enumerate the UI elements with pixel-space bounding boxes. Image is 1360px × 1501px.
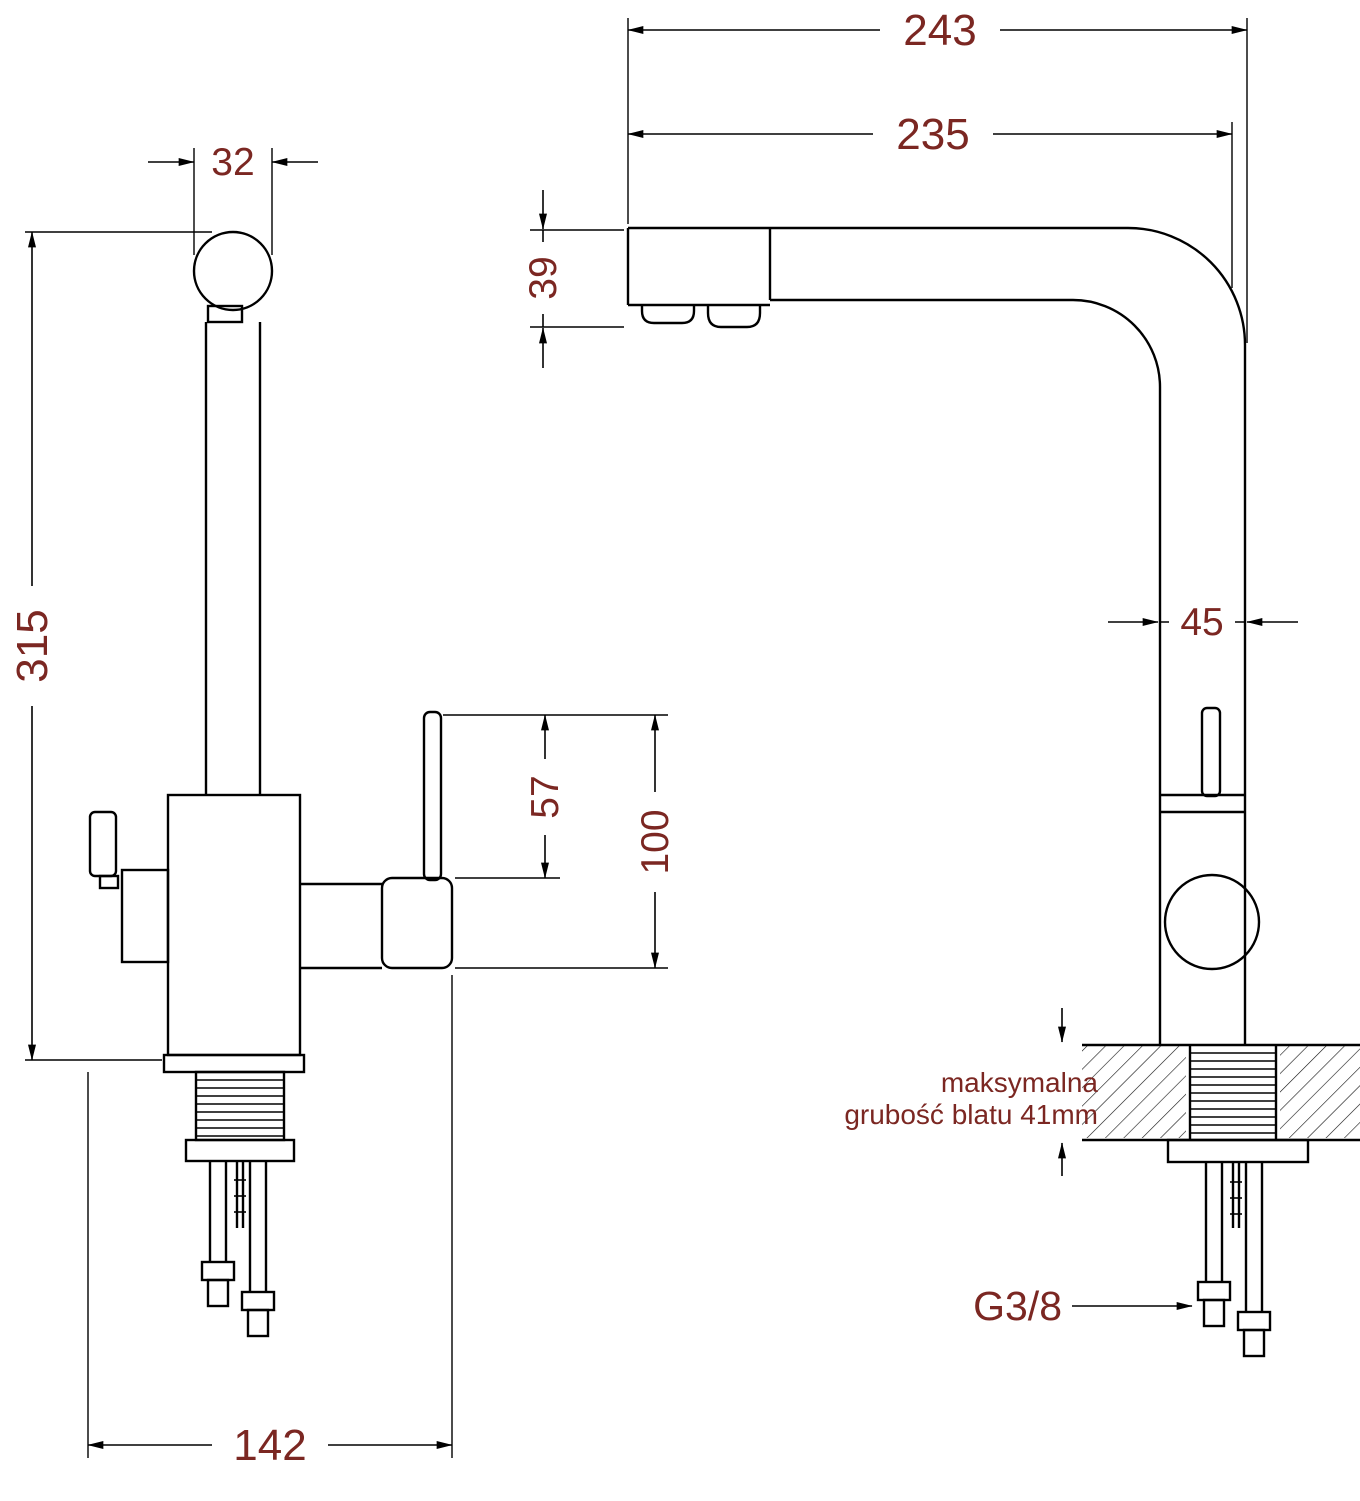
mounting-nut xyxy=(184,1138,296,1163)
aerator-nozzle xyxy=(206,304,244,324)
side-hose-a-nut xyxy=(1202,1298,1226,1328)
threaded-stem xyxy=(194,1070,286,1142)
spout-outer-profile xyxy=(628,226,1247,1045)
extension-lines xyxy=(25,18,1248,1458)
dim-100-label: 100 xyxy=(634,809,677,874)
dim-243-label: 243 xyxy=(903,6,976,55)
base-flange xyxy=(162,1053,306,1074)
hose-a-fitting xyxy=(200,1260,236,1282)
supply-hose-a xyxy=(200,1161,236,1308)
side-hose-a xyxy=(1196,1162,1232,1328)
side-mounting-nut xyxy=(1166,1138,1310,1164)
hose-a-nut xyxy=(206,1278,230,1308)
hose-b-fitting xyxy=(240,1290,276,1312)
dim-39-label-group: 39 xyxy=(520,242,565,314)
dim-39-label: 39 xyxy=(522,256,565,299)
dimension-lines xyxy=(28,26,1298,1449)
handle-cylinder xyxy=(380,876,454,970)
spout-ball xyxy=(192,230,274,312)
dim-32-label: 32 xyxy=(211,141,254,184)
front-view xyxy=(88,230,454,1338)
stem-threads xyxy=(196,1079,284,1137)
side-hose-b xyxy=(1236,1162,1272,1358)
counter-note-line2: grubość blatu 41mm xyxy=(844,1099,1098,1130)
dim-45-label-group: 45 xyxy=(1169,601,1235,644)
side-hose-b-fitting xyxy=(1236,1310,1272,1332)
supply-hose-b xyxy=(240,1161,276,1338)
mixer-body xyxy=(166,793,302,1057)
dim-315-label: 315 xyxy=(8,609,57,682)
dim-142-label-group: 142 xyxy=(212,1421,328,1470)
dim-142-label: 142 xyxy=(233,1421,306,1470)
counter-note-line1: maksymalna xyxy=(941,1067,1099,1098)
countertop-hatch-left xyxy=(1082,1046,1186,1138)
dim-235-label-group: 235 xyxy=(873,110,993,159)
aerator-bump-2 xyxy=(706,305,762,329)
thread-size-label: G3/8 xyxy=(973,1283,1062,1329)
dim-235-label: 235 xyxy=(896,110,969,159)
side-lever xyxy=(1200,706,1222,798)
main-lever xyxy=(422,710,443,882)
filter-lever-joint xyxy=(98,874,120,890)
dim-100-label-group: 100 xyxy=(632,792,677,892)
countertop-hatch-right xyxy=(1280,1046,1360,1138)
dim-45-label: 45 xyxy=(1180,601,1223,644)
side-hose-b-nut xyxy=(1242,1328,1266,1358)
spout-inner-profile xyxy=(770,298,1162,1045)
left-boss xyxy=(120,868,170,964)
dimension-labels: 32 315 57 100 142 243 235 39 xyxy=(6,6,1235,1470)
aerator-bump-1 xyxy=(640,305,696,325)
filter-lever xyxy=(88,810,118,878)
side-view xyxy=(626,226,1360,1358)
dim-57-label: 57 xyxy=(524,775,567,818)
dim-57-label-group: 57 xyxy=(522,759,567,835)
side-stem-threads xyxy=(1190,1052,1276,1134)
side-mounting-stud xyxy=(1230,1162,1242,1228)
mounting-stud xyxy=(234,1161,246,1228)
dim-243-label-group: 243 xyxy=(880,6,1000,55)
dim-315-label-group: 315 xyxy=(6,586,57,706)
side-hose-a-fitting xyxy=(1196,1280,1232,1302)
cartridge-circle xyxy=(1163,873,1261,971)
hose-b-nut xyxy=(246,1308,270,1338)
